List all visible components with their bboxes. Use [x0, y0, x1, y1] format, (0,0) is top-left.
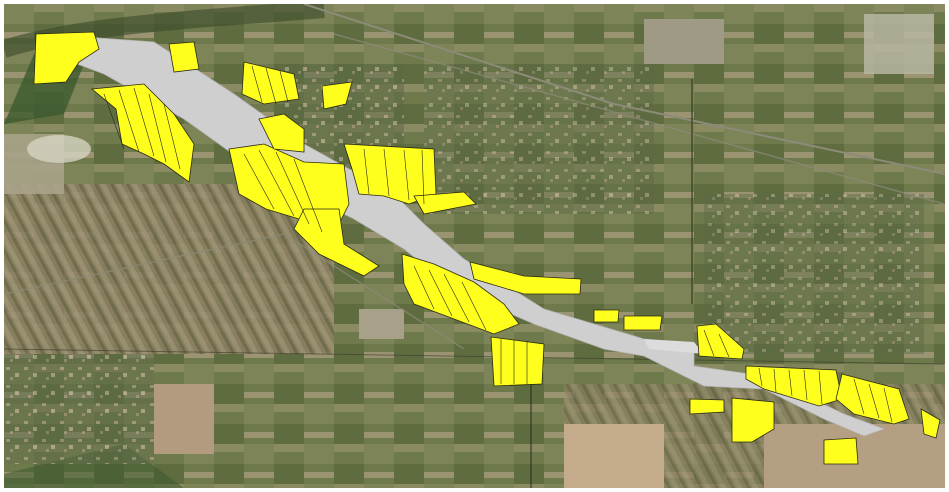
parcel-group-west-2[interactable]	[91, 83, 195, 183]
parcel-group-south-2[interactable]	[593, 309, 620, 323]
parcel-group-north-3[interactable]	[321, 81, 353, 110]
parcel-group-west[interactable]	[33, 31, 100, 85]
parcel-group-east-2[interactable]	[745, 365, 843, 407]
parcel-group-north-2[interactable]	[241, 61, 300, 105]
parcel-group-east-5[interactable]	[689, 398, 725, 415]
parcel-group-central-3[interactable]	[343, 143, 437, 205]
parcel-group-east-7[interactable]	[920, 408, 941, 439]
parcel-group-east-1[interactable]	[696, 323, 745, 360]
parcel-group-east-4[interactable]	[731, 397, 775, 443]
aerial-map[interactable]	[4, 4, 945, 488]
parcels[interactable]	[33, 31, 941, 465]
parcel-group-central-2[interactable]	[258, 113, 305, 153]
parcel-group-south-1[interactable]	[490, 336, 545, 387]
parcel-group-central-5[interactable]	[413, 191, 477, 215]
parcel-group-east-mid-2[interactable]	[469, 261, 582, 295]
parcel-group-north[interactable]	[168, 41, 200, 73]
parcel-group-east-3[interactable]	[835, 373, 910, 425]
parcel-group-south-3[interactable]	[623, 315, 663, 331]
parcel-group-east-6[interactable]	[823, 437, 859, 465]
parcel-group-central-4[interactable]	[293, 208, 380, 277]
parcel-boundaries	[103, 65, 893, 423]
